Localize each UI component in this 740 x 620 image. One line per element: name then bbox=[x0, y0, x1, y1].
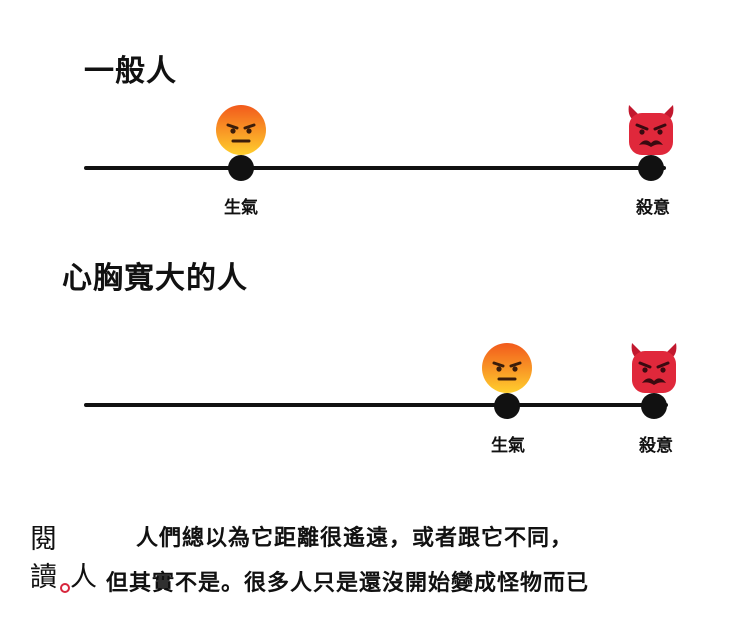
label-murder-ordinary: 殺意 bbox=[636, 198, 670, 218]
point-angry-magnanimous bbox=[494, 393, 520, 419]
scale-line-magnanimous bbox=[84, 403, 668, 407]
devil-face-icon bbox=[628, 105, 674, 155]
point-murder-ordinary bbox=[638, 155, 664, 181]
logo-char-bottom-left: 讀 bbox=[30, 562, 57, 593]
logo-char-top: 閱 bbox=[30, 524, 57, 555]
label-murder-magnanimous: 殺意 bbox=[639, 436, 673, 456]
caption-line-1: 人們總以為它距離很遙遠，或者跟它不同， bbox=[136, 526, 574, 551]
scale-line-ordinary bbox=[84, 166, 666, 170]
label-angry-magnanimous: 生氣 bbox=[491, 436, 525, 456]
section-title-magnanimous: 心胸寬大的人 bbox=[62, 261, 248, 296]
logo-char-bottom-right: 人 bbox=[70, 562, 97, 593]
angry-face-icon bbox=[482, 343, 532, 393]
caption-line-2: 但其實不是。很多人只是還沒開始變成怪物而已 bbox=[106, 571, 590, 596]
angry-face-icon bbox=[216, 105, 266, 155]
brand-logo: 閱 讀 人 bbox=[30, 517, 110, 597]
point-murder-magnanimous bbox=[641, 393, 667, 419]
logo-dot-icon bbox=[60, 583, 70, 593]
label-angry-ordinary: 生氣 bbox=[224, 198, 258, 218]
devil-face-icon bbox=[631, 343, 677, 393]
point-angry-ordinary bbox=[228, 155, 254, 181]
section-title-ordinary: 一般人 bbox=[84, 54, 177, 89]
